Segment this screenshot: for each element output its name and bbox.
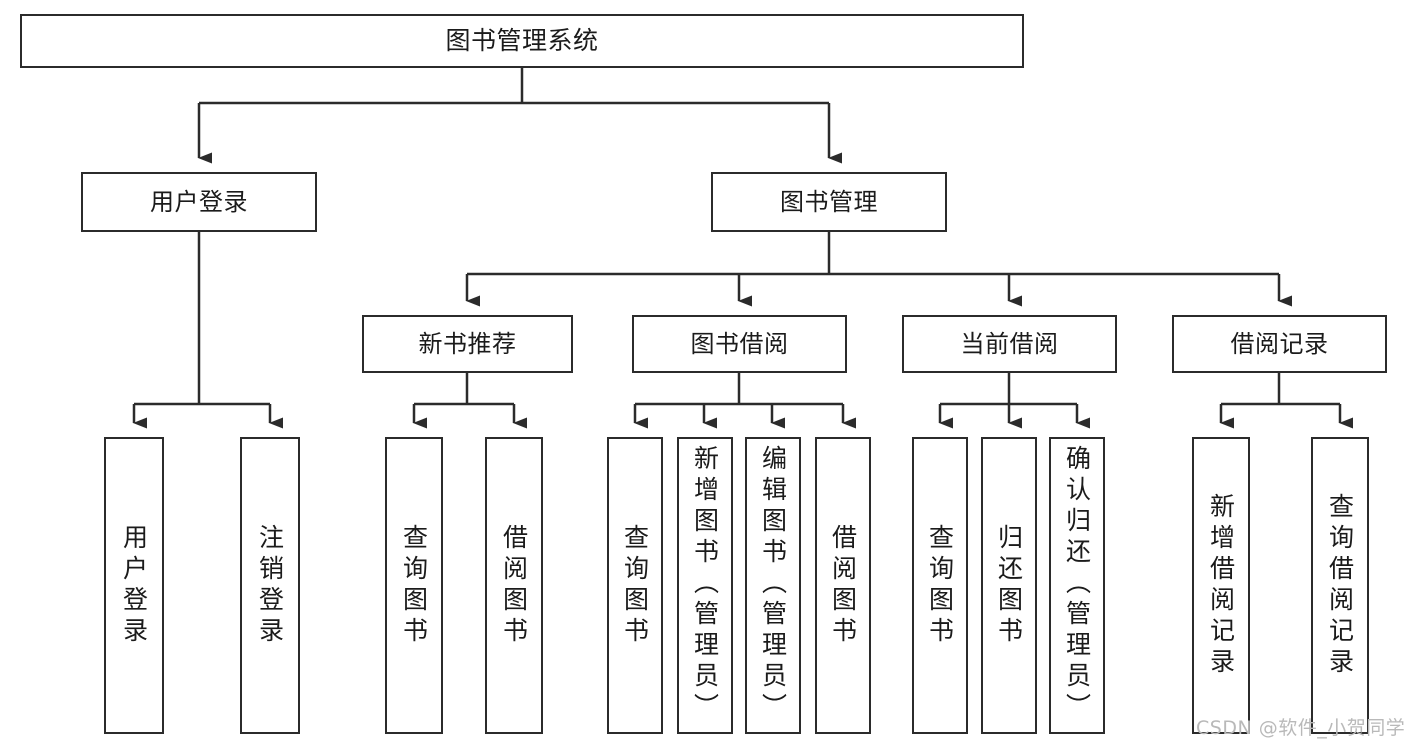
node-label: 图书借阅 [690, 329, 789, 358]
node-leaf-query-book-newbook[interactable]: 查询图书 [385, 437, 443, 734]
node-label: 归还图书 [994, 523, 1024, 648]
node-label: 图书管理系统 [445, 26, 599, 56]
node-leaf-borrow-book-newbook[interactable]: 借阅图书 [485, 437, 543, 734]
node-label: 新增图书（管理员） [690, 445, 720, 724]
node-label: 借阅图书 [828, 523, 858, 648]
node-label: 当前借阅 [960, 329, 1059, 358]
node-leaf-add-book-admin[interactable]: 新增图书（管理员） [677, 437, 733, 734]
node-label: 查询图书 [620, 523, 650, 648]
node-label: 借阅记录 [1230, 329, 1329, 358]
node-leaf-confirm-return-admin[interactable]: 确认归还（管理员） [1049, 437, 1105, 734]
node-label: 新增借阅记录 [1206, 492, 1236, 679]
node-label: 注销登录 [255, 523, 285, 648]
node-new-book-recommendation[interactable]: 新书推荐 [362, 315, 573, 373]
node-book-management-system[interactable]: 图书管理系统 [20, 14, 1024, 68]
node-label: 确认归还（管理员） [1062, 445, 1092, 724]
node-label: 用户登录 [150, 187, 248, 216]
node-label: 查询图书 [925, 523, 955, 648]
node-label: 借阅图书 [499, 523, 529, 648]
node-leaf-borrow-book[interactable]: 借阅图书 [815, 437, 871, 734]
node-label: 图书管理 [780, 187, 878, 216]
node-label: 用户登录 [119, 523, 149, 648]
node-leaf-query-borrow-record[interactable]: 查询借阅记录 [1311, 437, 1369, 734]
node-book-borrowing[interactable]: 图书借阅 [632, 315, 847, 373]
node-leaf-query-book-borrow[interactable]: 查询图书 [607, 437, 663, 734]
node-label: 查询借阅记录 [1325, 492, 1355, 679]
node-leaf-user-login[interactable]: 用户登录 [104, 437, 164, 734]
node-leaf-query-book-current[interactable]: 查询图书 [912, 437, 968, 734]
node-leaf-edit-book-admin[interactable]: 编辑图书（管理员） [745, 437, 801, 734]
node-book-management[interactable]: 图书管理 [711, 172, 947, 232]
node-label: 新书推荐 [418, 329, 517, 358]
node-borrow-records[interactable]: 借阅记录 [1172, 315, 1387, 373]
node-current-borrowing[interactable]: 当前借阅 [902, 315, 1117, 373]
node-label: 编辑图书（管理员） [758, 445, 788, 724]
node-leaf-add-borrow-record[interactable]: 新增借阅记录 [1192, 437, 1250, 734]
node-label: 查询图书 [399, 523, 429, 648]
node-leaf-logout[interactable]: 注销登录 [240, 437, 300, 734]
node-user-login[interactable]: 用户登录 [81, 172, 317, 232]
csdn-watermark: CSDN @软件_小贺同学 [1196, 717, 1405, 739]
node-leaf-return-book[interactable]: 归还图书 [981, 437, 1037, 734]
